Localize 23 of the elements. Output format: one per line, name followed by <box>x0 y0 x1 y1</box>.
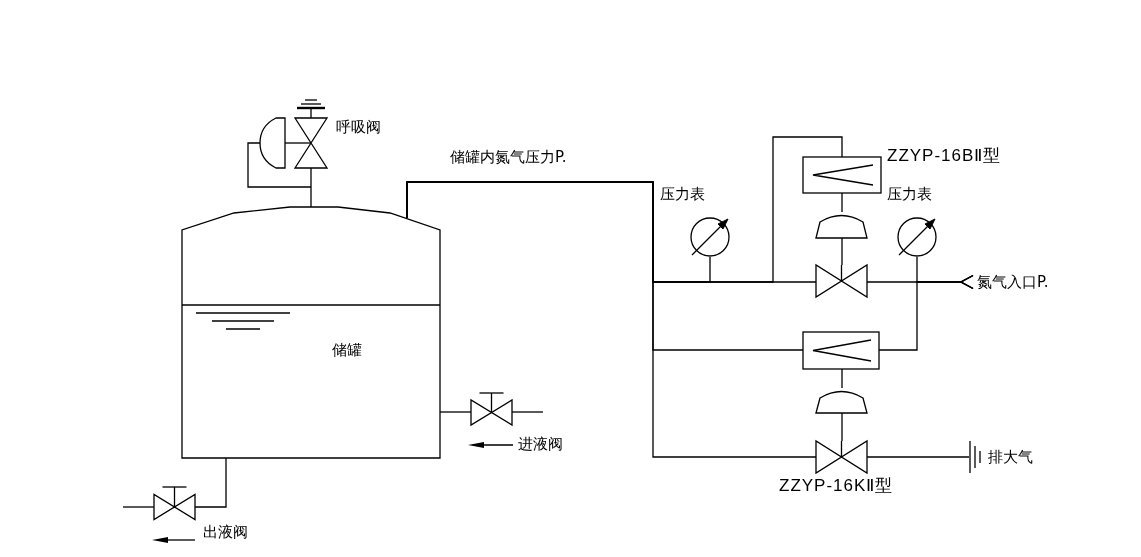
model-label: ZZYP-16BⅡ型 <box>887 147 1002 165</box>
component-label: 压力表 <box>660 185 705 203</box>
component-label: 进液阀 <box>518 435 563 453</box>
pipe-line <box>310 188 312 208</box>
pipe-line <box>866 456 970 458</box>
node-label: 氮气入口P. <box>977 273 1049 291</box>
pipe-line <box>841 237 843 266</box>
pipe-line <box>841 412 843 442</box>
tank-label: 储罐 <box>332 341 362 359</box>
pipe-line <box>406 181 817 458</box>
pipe-line <box>511 411 544 413</box>
pipe-line <box>841 192 843 213</box>
component-label: 压力表 <box>887 185 932 203</box>
component-label: 呼吸阀 <box>336 118 381 136</box>
node-label: 排大气 <box>988 448 1033 466</box>
pipe-label: 储罐内氮气压力P. <box>450 148 567 166</box>
pipe-line <box>194 457 227 508</box>
pipe-line <box>122 506 155 508</box>
model-label: ZZYP-16KⅡ型 <box>779 477 894 495</box>
pipe-line <box>439 411 472 413</box>
pipe-line <box>878 274 974 351</box>
component-label: 出液阀 <box>203 523 248 541</box>
pipe-line <box>841 368 843 389</box>
